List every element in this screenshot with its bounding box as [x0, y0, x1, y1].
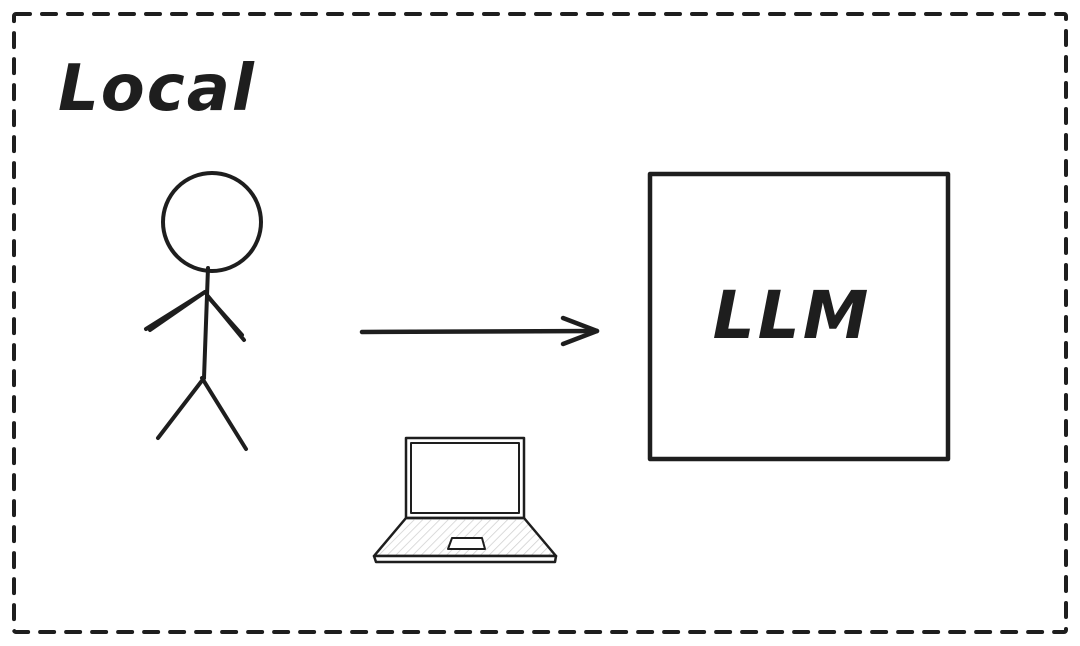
llm-box	[647, 171, 951, 462]
boundary-label: Local	[58, 52, 256, 126]
laptop-icon	[372, 436, 558, 564]
arrow-right-icon	[359, 315, 600, 347]
local-boundary	[12, 12, 1068, 634]
stick-figure-icon	[144, 171, 263, 451]
llm-box-label: LLM	[713, 277, 872, 354]
